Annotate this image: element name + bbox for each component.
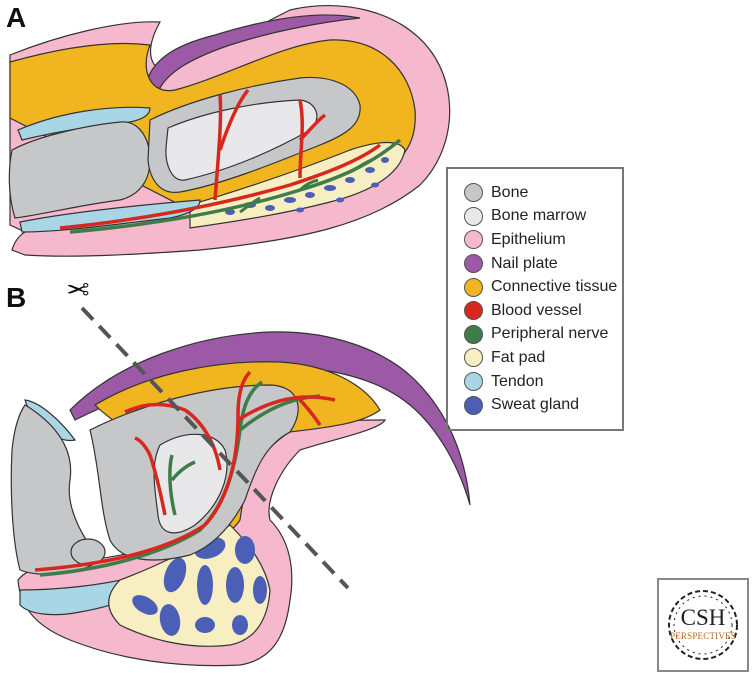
legend-item: Blood vessel xyxy=(464,299,622,323)
legend-label: Epithelium xyxy=(491,230,566,248)
a-tendon-top xyxy=(17,106,151,141)
panel-label-b: B xyxy=(6,282,27,313)
legend-swatch xyxy=(464,230,483,250)
panel-a-drawing xyxy=(8,4,451,257)
legend-item: Epithelium xyxy=(464,228,622,252)
legend-item: Peripheral nerve xyxy=(464,323,622,347)
legend-label: Peripheral nerve xyxy=(491,325,609,343)
legend: Bone Bone marrow Epithelium Nail plate C… xyxy=(446,167,624,431)
cut-line xyxy=(80,306,350,590)
panel-b-drawing xyxy=(10,306,471,667)
a-tendon-bottom xyxy=(19,199,201,233)
legend-swatch xyxy=(464,206,483,226)
legend-swatch xyxy=(464,348,483,368)
legend-label: Fat pad xyxy=(491,348,546,366)
legend-swatch xyxy=(464,395,483,415)
legend-item: Nail plate xyxy=(464,252,622,276)
b-blood-vessel xyxy=(34,370,336,572)
legend-swatch xyxy=(464,372,483,392)
legend-label: Connective tissue xyxy=(491,278,618,296)
legend-label: Tendon xyxy=(491,372,544,390)
a-nail-plate xyxy=(144,14,361,89)
legend-label: Nail plate xyxy=(491,254,558,272)
legend-item: Fat pad xyxy=(464,346,622,370)
legend-item: Bone marrow xyxy=(464,205,622,229)
logo-main-text: CSH xyxy=(680,605,726,630)
panel-label-a: A xyxy=(6,2,27,33)
legend-item: Sweat gland xyxy=(464,393,622,417)
legend-label: Bone marrow xyxy=(491,207,587,225)
dna-helix-icon xyxy=(668,590,738,660)
legend-swatch xyxy=(464,254,483,274)
a-blood-vessel xyxy=(59,88,382,230)
legend-swatch xyxy=(464,324,483,344)
legend-swatch xyxy=(464,301,483,321)
a-proximal-bone xyxy=(8,121,151,219)
legend-label: Sweat gland xyxy=(491,396,580,414)
legend-label: Blood vessel xyxy=(491,301,582,319)
b-sweat-glands xyxy=(132,536,267,636)
logo-sub-text: PERSPECTIVES xyxy=(670,631,736,641)
legend-label: Bone xyxy=(491,183,529,201)
legend-item: Bone xyxy=(464,181,622,205)
legend-item: Tendon xyxy=(464,370,622,394)
csh-perspectives-logo: CSH PERSPECTIVES xyxy=(657,578,749,672)
legend-swatch xyxy=(464,183,483,203)
legend-swatch xyxy=(464,277,483,297)
legend-item: Connective tissue xyxy=(464,275,622,299)
